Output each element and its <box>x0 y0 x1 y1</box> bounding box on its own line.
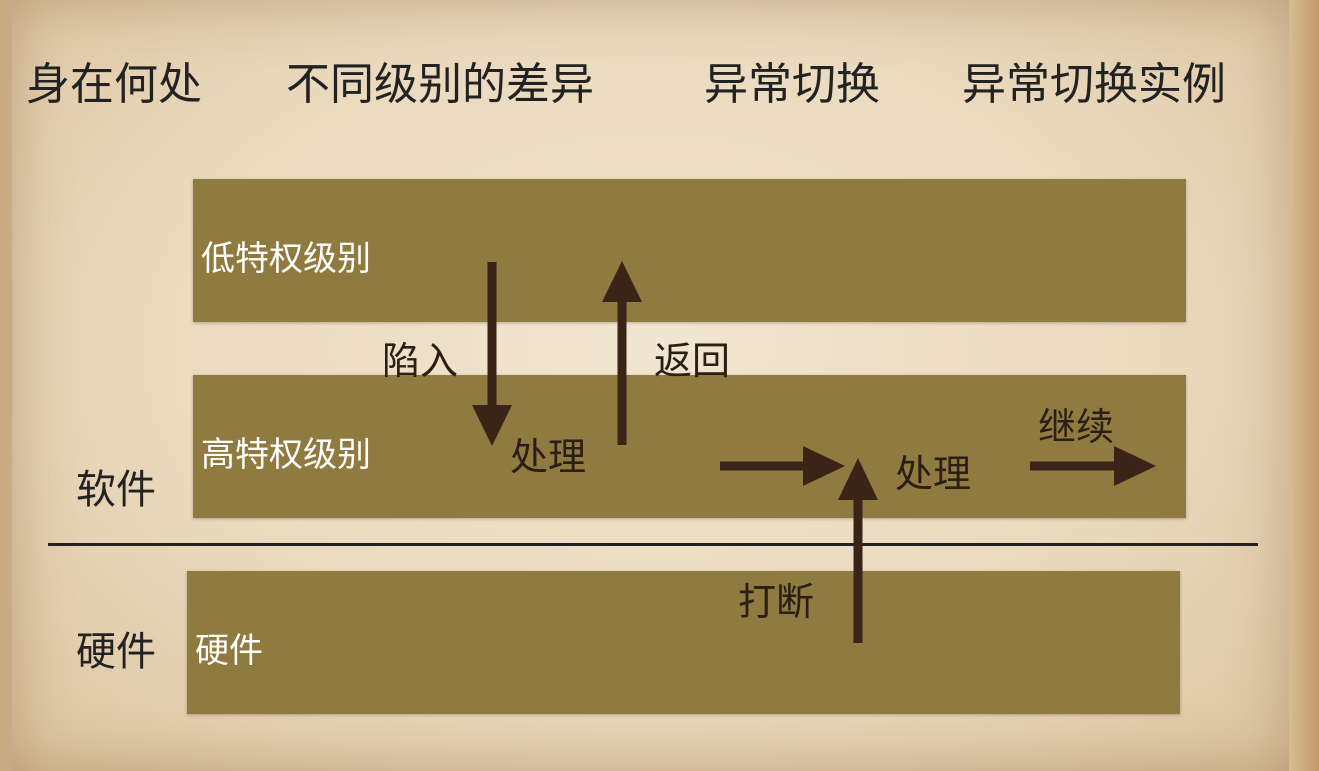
low-privilege-label: 低特权级别 <box>201 239 371 279</box>
tab-exception-example[interactable]: 异常切换实例 <box>962 59 1226 110</box>
software-side-label: 软件 <box>76 467 156 513</box>
tab-exception-switch[interactable]: 异常切换 <box>704 59 880 110</box>
hardware-band: 硬件 <box>187 571 1180 714</box>
handle-label-2: 处理 <box>895 452 972 496</box>
return-label: 返回 <box>654 339 731 383</box>
handle-label-1: 处理 <box>510 435 587 479</box>
trap-label: 陷入 <box>382 339 459 383</box>
high-privilege-band: 高特权级别 <box>193 375 1186 518</box>
interrupt-label: 打断 <box>738 580 815 624</box>
interrupt-arrow-up-icon <box>838 458 878 643</box>
continue-label: 继续 <box>1038 405 1115 449</box>
software-hardware-divider <box>48 543 1258 546</box>
continue-arrow-right-icon <box>1030 446 1156 486</box>
paper-edge <box>1289 0 1319 771</box>
low-privilege-band: 低特权级别 <box>193 179 1186 322</box>
trap-arrow-down-icon <box>472 262 512 446</box>
to-handle-arrow-right-icon <box>720 446 845 486</box>
tab-bar: 身在何处 不同级别的差异 异常切换 异常切换实例 <box>0 48 1319 128</box>
high-privilege-label: 高特权级别 <box>201 435 371 475</box>
tab-where[interactable]: 身在何处 <box>26 59 202 110</box>
tab-level-differences[interactable]: 不同级别的差异 <box>286 59 594 110</box>
hardware-band-label: 硬件 <box>195 631 263 671</box>
hardware-side-label: 硬件 <box>76 629 156 675</box>
return-arrow-up-icon <box>602 261 642 445</box>
